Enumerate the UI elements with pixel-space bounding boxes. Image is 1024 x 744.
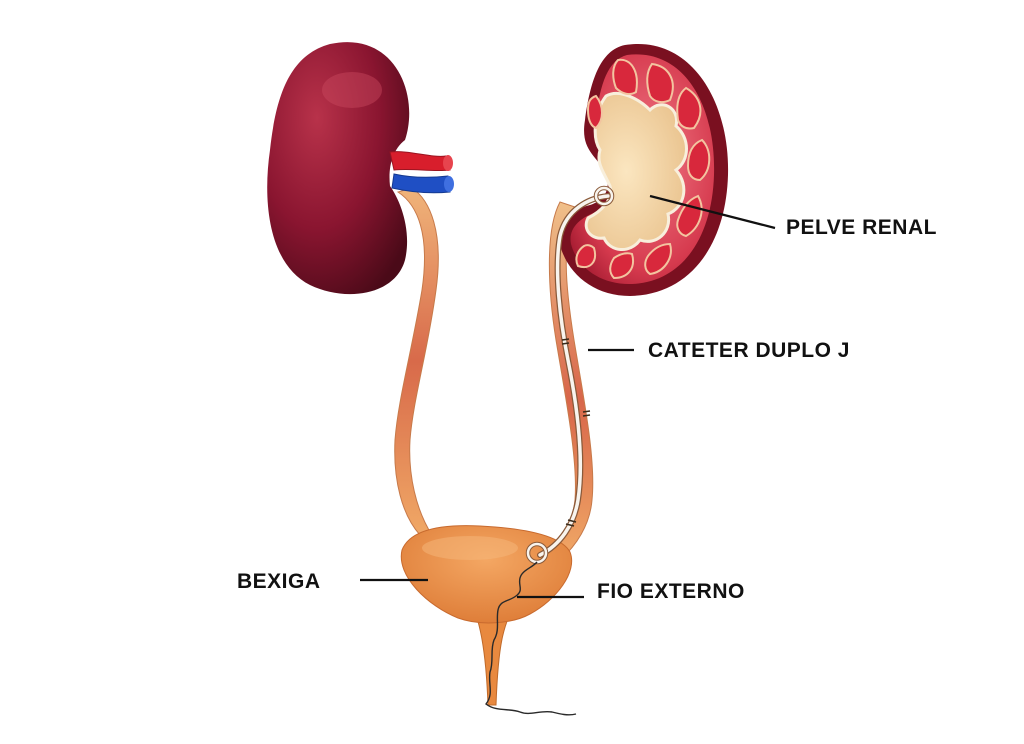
pyramid [612, 58, 638, 96]
renal-pelvis [584, 91, 688, 251]
pyramid [646, 62, 674, 104]
label-pelve-renal: PELVE RENAL [786, 216, 937, 239]
pyramid [609, 252, 634, 280]
leader-lines [360, 194, 776, 599]
pyramid [575, 244, 596, 268]
external-thread [485, 561, 577, 716]
label-cateter-duplo-j: CATETER DUPLO J [648, 339, 850, 362]
catheter-tube-inner [538, 194, 610, 557]
pyramid [676, 86, 702, 130]
leader-line-pelve-renal [649, 194, 776, 230]
renal-artery-end [443, 155, 453, 171]
renal-vein-end [444, 176, 454, 192]
pyramid [586, 94, 603, 130]
bladder-highlight [422, 536, 518, 560]
left-kidney [267, 42, 454, 536]
left-kidney-body [267, 42, 410, 295]
left-kidney-highlight [322, 72, 382, 108]
renal-vein [391, 173, 451, 194]
label-fio-externo: FIO EXTERNO [597, 580, 745, 603]
pyramid [644, 242, 672, 276]
renal-artery [389, 151, 451, 172]
right-kidney [547, 43, 729, 561]
catheter-marks [561, 338, 591, 527]
upper-pigtail-coil-inner [594, 186, 614, 206]
label-bexiga: BEXIGA [237, 570, 321, 593]
double-j-catheter [485, 185, 615, 716]
pyramid [686, 138, 711, 182]
